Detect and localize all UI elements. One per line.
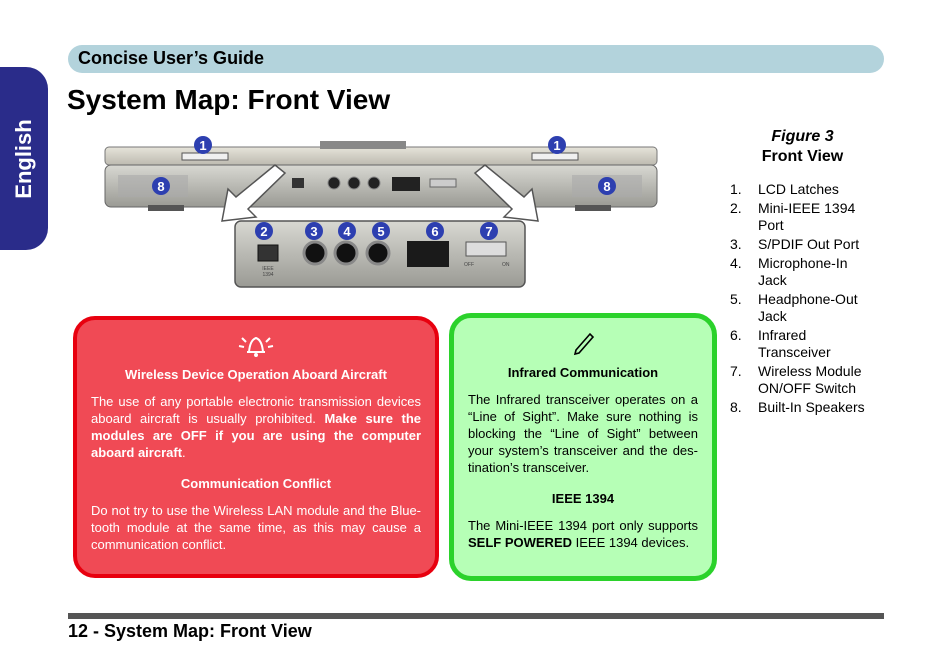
part-number: 6. [730,327,742,343]
warning-text: The use of any portable electronic trans… [91,393,421,461]
callout-8-right: 8 [598,177,616,195]
body-jack-spdif [327,176,341,190]
callout-6-label: 6 [431,224,438,239]
footer-divider [68,613,884,619]
figure-caption: Figure 3 Front View [730,128,875,166]
panel-jack-mic [333,240,359,266]
zoom-arrow-left [221,164,287,222]
panel-switch-label-off: OFF [464,262,474,268]
body-jack-headphone [367,176,381,190]
part-text: Wireless Module ON/OFF Switch [758,363,862,396]
part-text: LCD Latches [758,181,839,197]
body-foot-right [575,205,611,211]
callout-1-left-label: 1 [199,138,206,153]
part-number: 4. [730,255,742,271]
parts-list: 1. LCD Latches 2. Mini-IEEE 1394 Port 3. S/… [730,181,875,418]
part-number: 2. [730,200,742,216]
list-item: 7. Wireless Module ON/OFF Switch [730,363,875,397]
part-number: 8. [730,399,742,415]
infrared-text: The Infrared transceiver operates on a “… [468,392,698,475]
list-item: 6. Infrared Transceiver [730,327,875,361]
list-item: 4. Microphone-In Jack [730,255,875,289]
guide-title: Concise User’s Guide [78,48,265,68]
callout-7: 7 [480,222,498,240]
part-number: 7. [730,363,742,379]
figure-title: Front View [761,148,844,165]
body-port-1394 [292,178,304,188]
panel-port-label-1394: 1394 [262,272,273,278]
page-footer: 12 - System Map: Front View [68,621,312,641]
callout-6: 6 [426,222,444,240]
part-text: Infrared Transceiver [758,327,831,360]
callout-5-label: 5 [377,224,384,239]
warning-title: Wireless Device Operation Aboard Aircraf… [125,367,387,382]
part-text: Built-In Speakers [758,399,865,415]
part-number: 1. [730,181,742,197]
list-item: 2. Mini-IEEE 1394 Port [730,200,875,234]
note-box: Infrared Communication The Infrared tran… [449,313,717,581]
warning-text-a: The use of any portable electronic trans… [91,394,421,426]
callout-5: 5 [372,222,390,240]
panel-port-1394 [257,244,279,262]
figure-label: Figure 3 [771,128,834,145]
list-item: 3. S/PDIF Out Port [730,236,875,253]
callout-1-left: 1 [194,136,212,154]
panel-switch-label-on: ON [502,262,510,268]
part-text: Mini-IEEE 1394 Port [758,200,856,233]
ieee-text-emphasis: SELF POWERED [468,535,573,550]
callout-3: 3 [305,222,323,240]
alarm-bell-icon [77,330,435,358]
infrared-title: Infrared Communication [507,365,659,380]
lcd-latch-left [181,152,229,161]
body-infrared [392,177,420,191]
callout-7-label: 7 [485,224,492,239]
callout-1-right-label: 1 [553,138,560,153]
list-item: 5. Headphone-Out Jack [730,291,875,325]
callout-8-left-label: 8 [157,179,164,194]
part-text: Microphone-In Jack [758,255,848,288]
pen-icon [454,328,712,356]
body-jack-mic [347,176,361,190]
zoom-arrow-right [473,164,539,222]
panel-infrared [407,241,449,267]
list-item: 1. LCD Latches [730,181,875,198]
callout-1-right: 1 [548,136,566,154]
callout-8-right-label: 8 [603,179,610,194]
conflict-text: Do not try to use the Wireless LAN modul… [91,503,421,552]
callout-8-left: 8 [152,177,170,195]
callout-4: 4 [338,222,356,240]
panel-wireless-switch [465,241,507,257]
part-number: 3. [730,236,742,252]
list-item: 8. Built-In Speakers [730,399,875,416]
language-tab: English [0,67,48,250]
panel-jack-spdif [302,240,328,266]
ieee-title: IEEE 1394 [551,491,615,506]
front-view-figure: IEEE 1394 OFF ON 1 1 8 8 2 3 4 5 6 7 [104,136,658,288]
guide-header-bar: Concise User’s Guide [68,45,884,73]
panel-jack-headphone [365,240,391,266]
part-text: S/PDIF Out Port [758,236,860,252]
warning-text-emphasis: Make sure the modules are OFF if you are… [91,411,421,460]
language-label: English [11,118,36,199]
callout-4-label: 4 [343,224,351,239]
conflict-title: Communication Conflict [180,476,332,491]
panel-port-label-ieee: IEEE [262,266,274,272]
ieee-text: The Mini-IEEE 1394 port only supports SE… [468,517,698,551]
warning-box: Wireless Device Operation Aboard Aircraf… [73,316,439,578]
body-foot-left [148,205,184,211]
body-wireless-switch [429,178,457,188]
lcd-latch-right [531,152,579,161]
part-number: 5. [730,291,742,307]
callout-2-label: 2 [260,224,267,239]
callout-2: 2 [255,222,273,240]
ieee-text-a: The Mini-IEEE 1394 port only supports [468,518,698,533]
part-text: Headphone-Out Jack [758,291,858,324]
lid-center-latch [320,141,406,149]
page-title: System Map: Front View [67,84,391,115]
ieee-text-end: IEEE 1394 devices. [572,535,690,550]
callout-3-label: 3 [310,224,317,239]
warning-text-end: . [182,445,186,460]
